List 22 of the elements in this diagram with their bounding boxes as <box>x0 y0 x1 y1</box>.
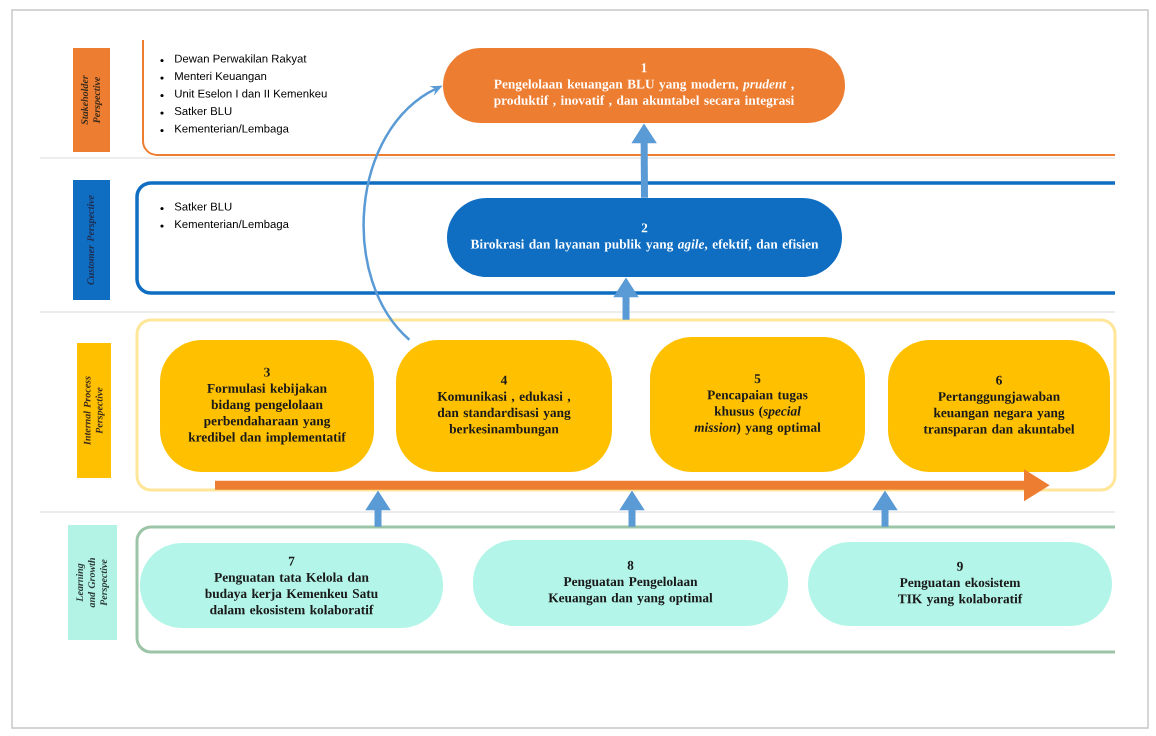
perspective-label: Learning and Growth Perspective <box>68 525 117 640</box>
perspective-band <box>135 525 1115 654</box>
goal-box: 5 Pencapaian tugas khusus (special mission) yang optimal <box>650 337 865 472</box>
bullet-item: Unit Eselon I dan II Kemenkeu <box>160 89 327 98</box>
bullet-item: Dewan Perwakilan Rakyat <box>160 54 307 65</box>
bullet-item: Satker BLU <box>160 106 232 116</box>
goal-box: 9 Penguatan ekosistem TIK yang kolaboratif <box>808 542 1112 626</box>
goal-box: 7 Penguatan tata Kelola dan budaya kerja Kemenkeu Satu dalam ekosistem kolaboratif <box>140 543 443 628</box>
goal-box: 8 Penguatan Pengelolaan Keuangan dan yang optimal <box>473 540 788 626</box>
goal-box: 6 Pertanggungjawaban keuangan negara yang transparan dan akuntabel <box>888 340 1110 472</box>
perspective-band <box>135 318 1117 492</box>
bullet-item: Satker BLU <box>160 202 232 211</box>
goal-box: 1 Pengelolaan keuangan BLU yang modern, prudent , produktif , inovatif , dan akuntabel secara integrasi <box>443 48 845 123</box>
bullet-item: Menteri Keuangan <box>160 71 267 83</box>
goal-box: 4 Komunikasi , edukasi , dan standardisasi yang berkesinambungan <box>396 340 612 472</box>
perspective-label: Internal Process Perspective <box>77 343 111 478</box>
goal-box: 3 Formulasi kebijakan bidang pengelolaan perbendaharaan yang kredibel dan implementatif <box>160 340 374 472</box>
goal-box: 2 Birokrasi dan layanan publik yang agile, efektif, dan efisien <box>447 198 842 277</box>
bullet-item: Kementerian/Lembaga <box>160 124 289 135</box>
bullet-item: Kementerian/Lembaga <box>160 219 289 231</box>
perspective-label: Stakeholder Perspective <box>73 48 110 152</box>
perspective-label: Customer Perspective <box>73 180 110 300</box>
